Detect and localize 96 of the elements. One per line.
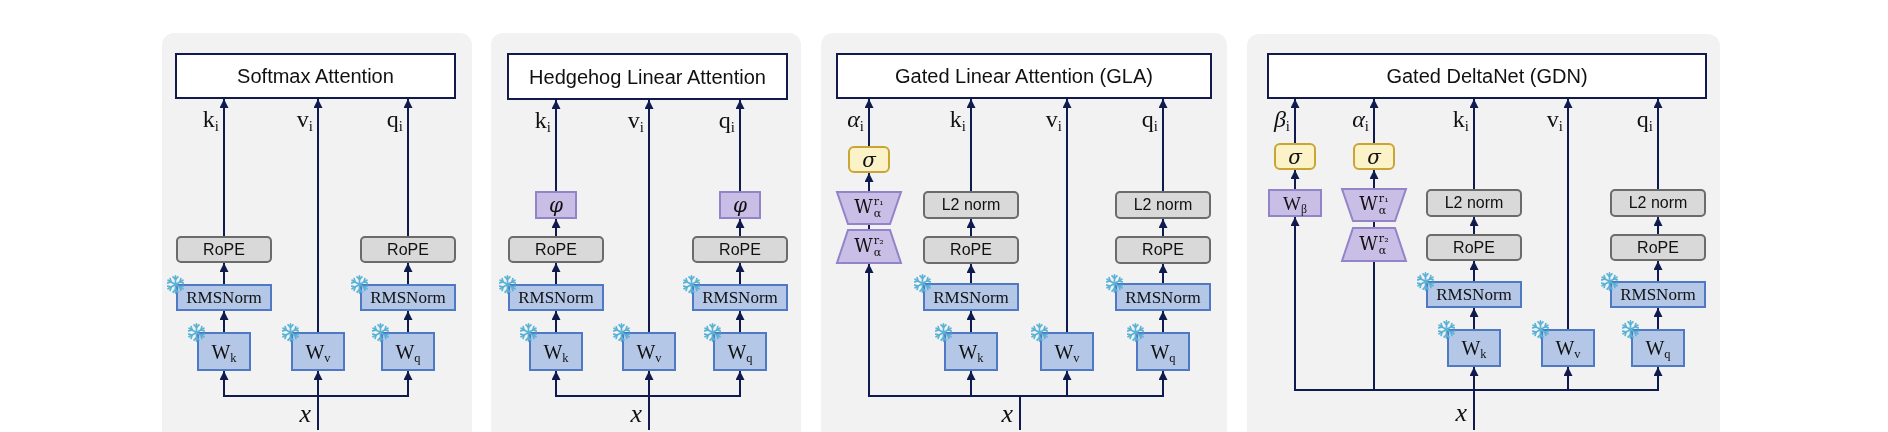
weight-box: W$_{q}$ (1136, 332, 1190, 371)
arrow (1469, 260, 1479, 282)
attention-block: Hedgehog Linear Attention (507, 53, 788, 100)
arrow (735, 99, 745, 192)
arrow (735, 218, 745, 237)
arrow (403, 98, 413, 237)
arrow (1158, 218, 1168, 237)
panel (1247, 34, 1720, 432)
process-box: L2 norm (1115, 191, 1211, 219)
input-label: x (290, 398, 318, 430)
process-box: RoPE (176, 236, 272, 263)
arrow (1469, 307, 1479, 330)
function-box: φ (719, 191, 761, 219)
arrow (1019, 370, 1168, 431)
process-box: RoPE (692, 236, 788, 263)
arrow (966, 310, 976, 333)
norm-box: RMSNorm (508, 284, 604, 311)
connector-line (868, 224, 870, 230)
arrow (648, 370, 745, 431)
attention-block: Softmax Attention (175, 53, 456, 99)
arrow (1290, 169, 1300, 190)
input-label: x (1446, 396, 1474, 430)
arrow (1653, 216, 1663, 235)
arrow (1653, 307, 1663, 330)
norm-box: RMSNorm (692, 284, 788, 311)
arrow (219, 310, 229, 333)
arrow (735, 310, 745, 333)
weight-box: W$_{v}$ (1040, 332, 1094, 371)
function-box: φ (535, 191, 577, 219)
norm-box: RMSNorm (1115, 283, 1211, 311)
arrow (1563, 98, 1573, 330)
arrow (644, 99, 654, 333)
arrow (1369, 169, 1379, 189)
weight-box: W$_{k}$ (529, 332, 583, 371)
process-box: RoPE (923, 236, 1019, 264)
function-box: σ (848, 146, 890, 173)
process-box: RoPE (1426, 234, 1522, 261)
arrow (1473, 366, 1663, 431)
function-box: σ (1353, 143, 1395, 170)
arrow (551, 99, 561, 192)
arrow (1062, 98, 1072, 333)
process-box: L2 norm (1426, 189, 1522, 217)
input-label: x (992, 398, 1020, 430)
weight-box: W$_{k}$ (197, 332, 251, 371)
arrow (1290, 98, 1300, 144)
panel (491, 33, 801, 432)
arrow (864, 172, 874, 192)
arrow (317, 370, 413, 431)
arrow (1369, 98, 1379, 144)
attention-block: Gated Linear Attention (GLA) (836, 53, 1212, 99)
panel (821, 33, 1227, 432)
weight-box: W$_{β}$ (1268, 189, 1322, 217)
arrow (1469, 216, 1479, 235)
process-box: RoPE (360, 236, 456, 263)
arrow (1469, 98, 1479, 190)
process-box: RoPE (1610, 234, 1706, 261)
arrow (1653, 260, 1663, 282)
arrow (551, 218, 561, 237)
panel (162, 33, 472, 432)
process-box: RoPE (1115, 236, 1211, 264)
arrow (735, 262, 745, 285)
weight-box: W$_{q}$ (713, 332, 767, 371)
arrow (551, 310, 561, 333)
norm-box: RMSNorm (1426, 281, 1522, 308)
arrow (219, 262, 229, 285)
weight-box: W$_{v}$ (622, 332, 676, 371)
norm-box: RMSNorm (360, 284, 456, 311)
weight-box: W$_{v}$ (291, 332, 345, 371)
process-box: RoPE (508, 236, 604, 263)
arrow (1158, 98, 1168, 192)
input-label: x (621, 398, 649, 430)
attention-block: Gated DeltaNet (GDN) (1267, 53, 1707, 99)
process-box: L2 norm (923, 191, 1019, 219)
function-box: σ (1274, 143, 1316, 170)
norm-box: RMSNorm (176, 284, 272, 311)
arrow (966, 218, 976, 237)
arrow (403, 310, 413, 333)
arrow (219, 98, 229, 237)
arrow (966, 263, 976, 284)
arrow (1653, 98, 1663, 190)
weight-box: W$_{v}$ (1541, 329, 1595, 367)
arrow (1158, 263, 1168, 284)
weight-box: W$_{q}$ (1631, 329, 1685, 367)
norm-box: RMSNorm (1610, 281, 1706, 308)
arrow (313, 98, 323, 333)
norm-box: RMSNorm (923, 283, 1019, 311)
arrow (403, 262, 413, 285)
arrow (966, 98, 976, 192)
weight-box: W$_{q}$ (381, 332, 435, 371)
weight-box: W$_{k}$ (944, 332, 998, 371)
arrow (1158, 310, 1168, 333)
process-box: L2 norm (1610, 189, 1706, 217)
arrow (551, 262, 561, 285)
connector-line (1373, 221, 1375, 228)
weight-box: W$_{k}$ (1447, 329, 1501, 367)
arrow (864, 98, 874, 147)
